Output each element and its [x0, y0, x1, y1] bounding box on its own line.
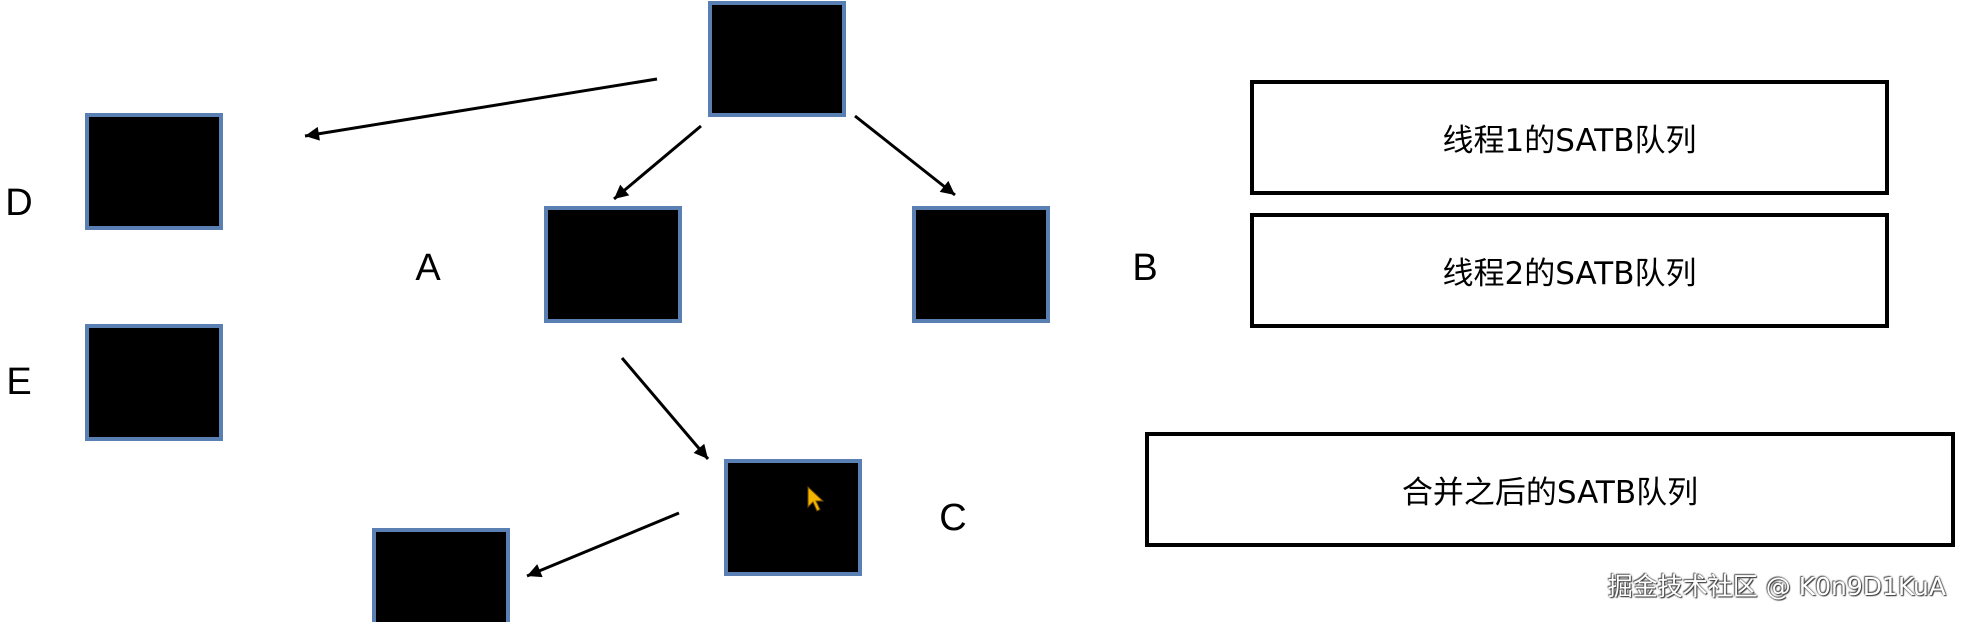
queue-thread-2-label: 线程2的SATB队列: [1442, 256, 1697, 292]
watermark: 掘金技术社区 @ K0n9D1KuA: [1607, 572, 1946, 601]
label-b: B: [1132, 247, 1158, 289]
label-d: D: [5, 182, 33, 224]
node-child-of-c: [372, 528, 510, 622]
node-d: [85, 113, 223, 230]
queue-merged-label: 合并之后的SATB队列: [1401, 475, 1699, 511]
edge-a-to-c: [620, 357, 710, 460]
label-c: C: [939, 497, 967, 539]
node-e: [85, 324, 223, 441]
queue-merged: 合并之后的SATB队列: [1145, 432, 1955, 547]
node-b: [912, 206, 1050, 323]
queue-thread-1: 线程1的SATB队列: [1250, 80, 1889, 195]
node-a: [544, 206, 682, 323]
queue-thread-2: 线程2的SATB队列: [1250, 213, 1889, 328]
cursor-icon: [807, 486, 825, 512]
label-a: A: [415, 247, 441, 289]
label-e: E: [6, 361, 32, 403]
edge-root-to-d: [304, 77, 658, 141]
queue-thread-1-label: 线程1的SATB队列: [1442, 123, 1697, 159]
node-root: [708, 1, 846, 117]
edge-root-to-b: [854, 114, 956, 197]
edge-c-to-child: [526, 511, 680, 578]
edge-root-to-a: [613, 124, 702, 201]
node-c: [724, 459, 862, 576]
